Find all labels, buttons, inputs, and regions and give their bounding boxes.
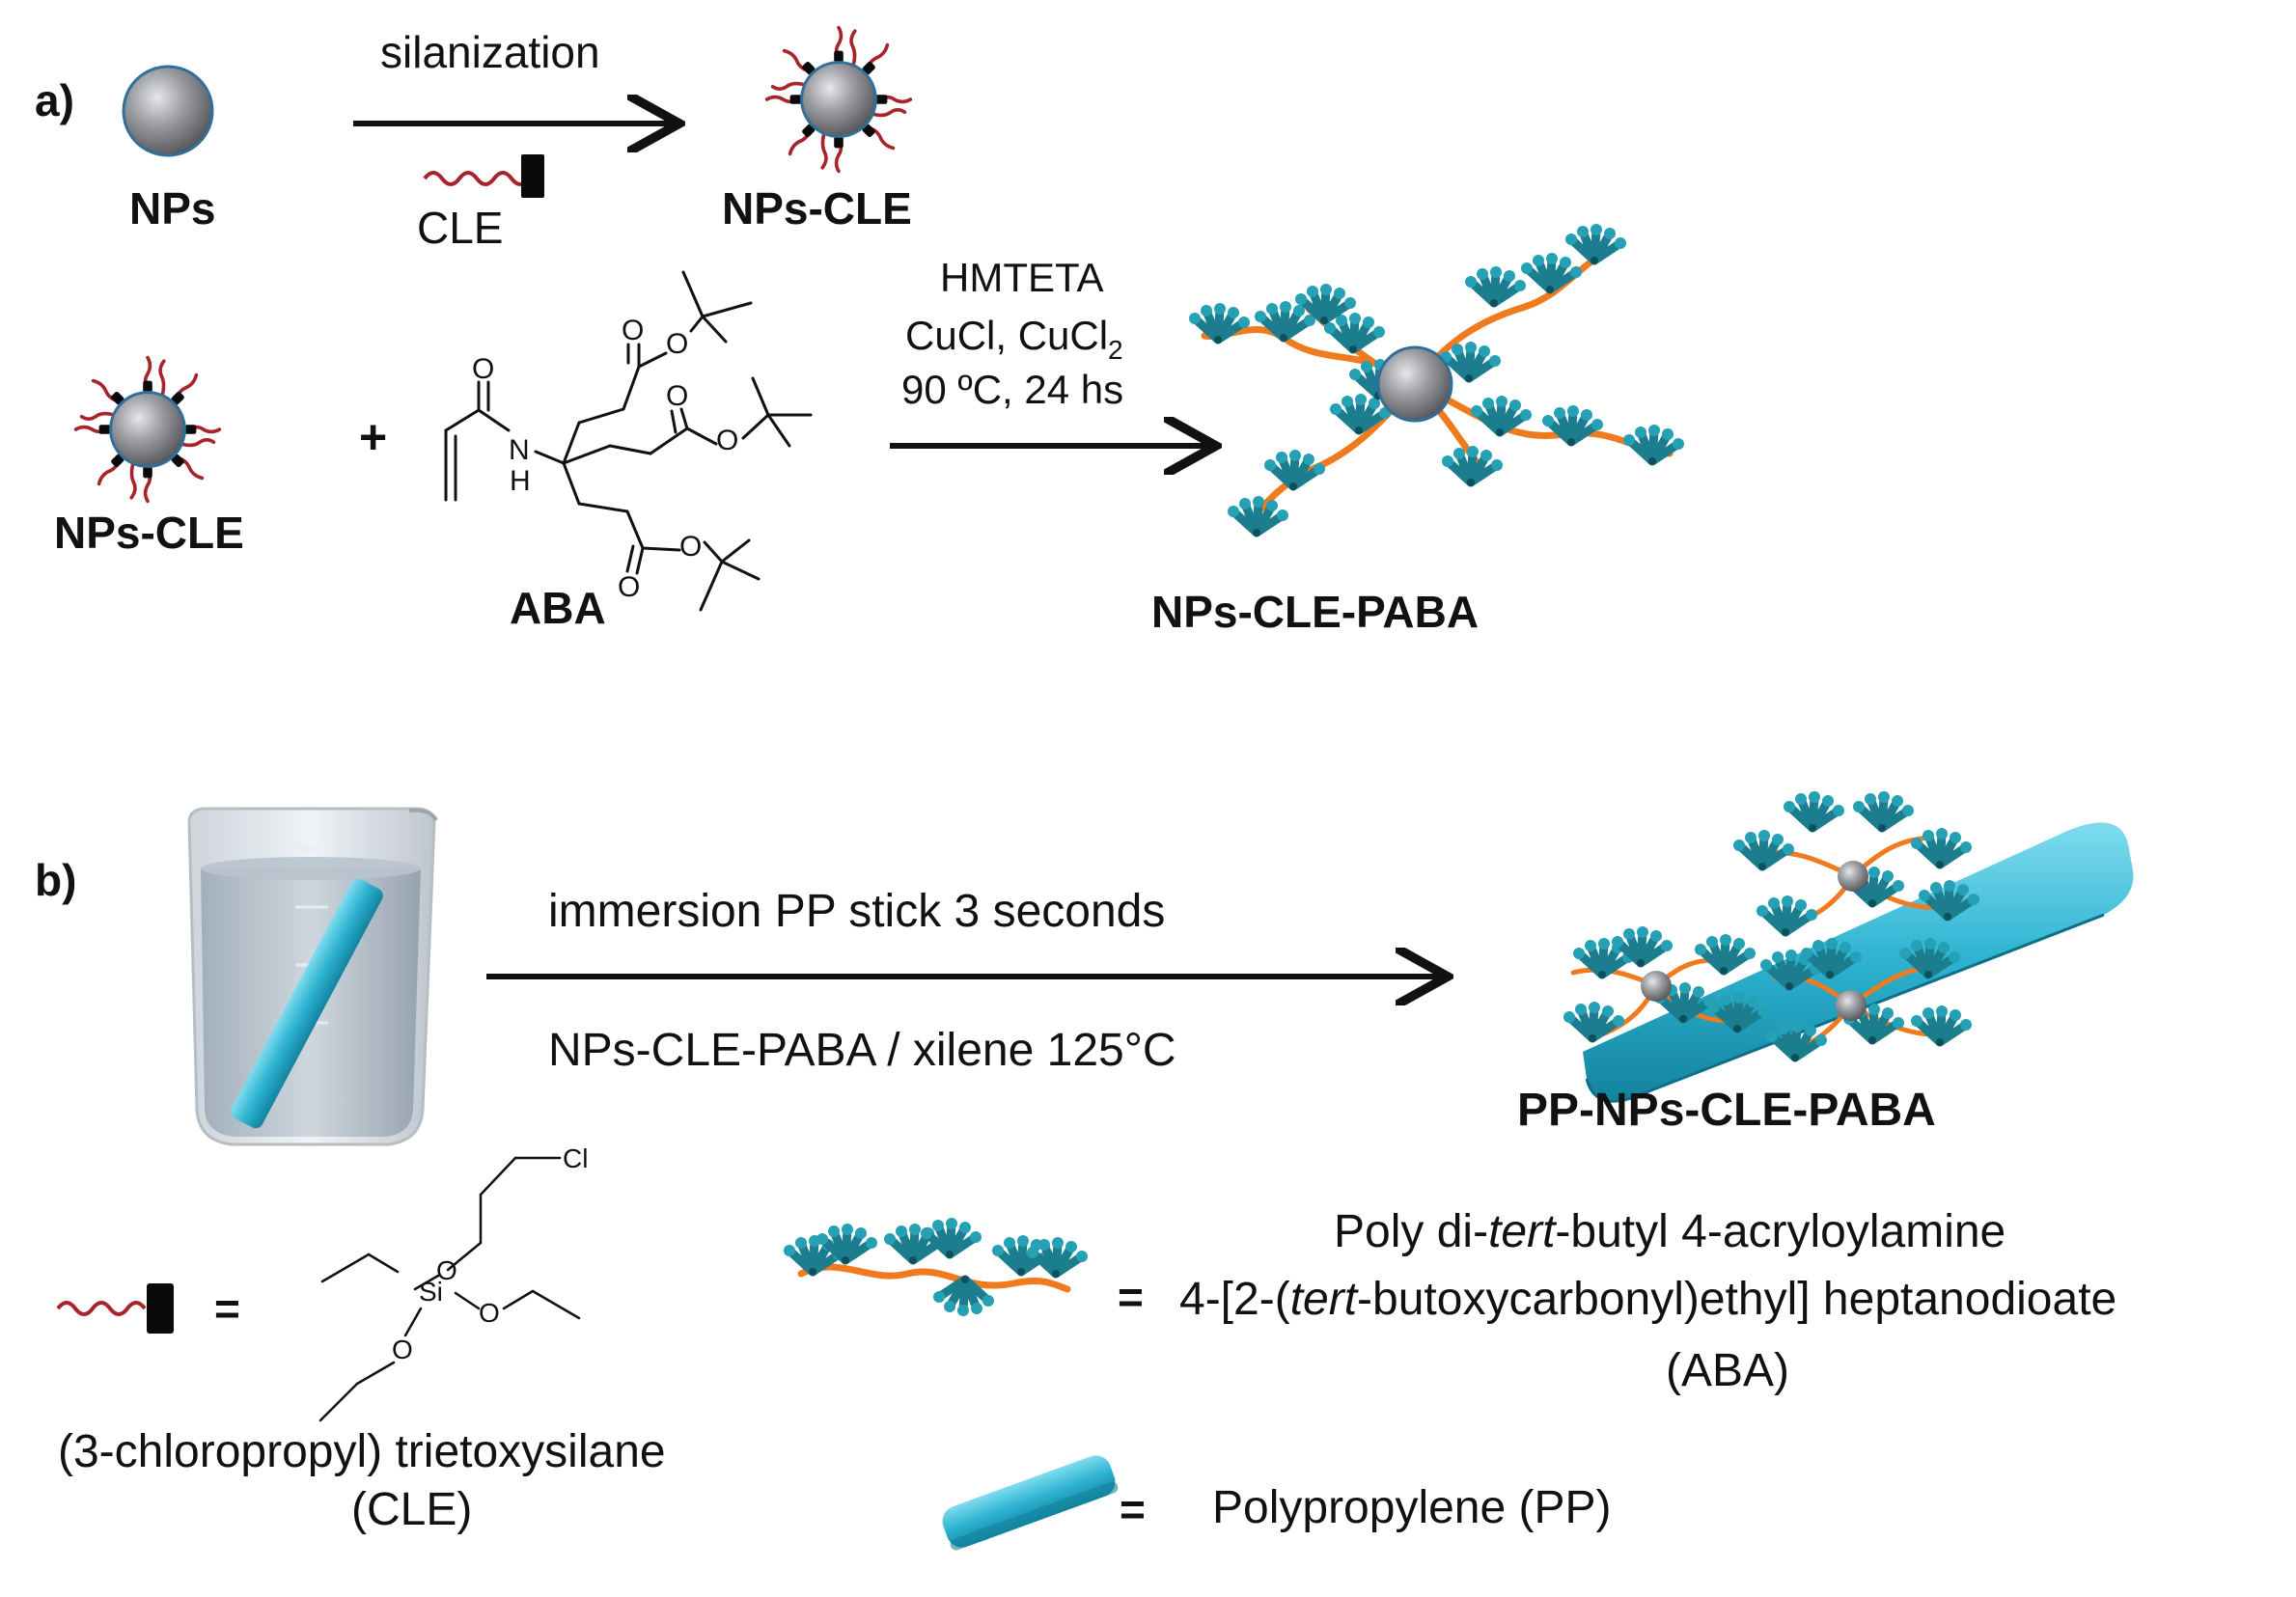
svg-text:O: O <box>479 1298 500 1328</box>
silanization-label: silanization <box>380 27 600 77</box>
immersion-solution-label: NPs-CLE-PABA / xilene 125°C <box>548 1025 1176 1076</box>
cle-legend-name: (3-chloropropyl) trietoxysilane <box>58 1426 666 1477</box>
svg-text:Si: Si <box>419 1277 443 1307</box>
paba-legend-equals: = <box>1118 1272 1144 1322</box>
immersion-step-label: immersion PP stick 3 seconds <box>548 886 1165 937</box>
svg-text:O: O <box>436 1255 457 1285</box>
cle-reagent-label: CLE <box>417 203 503 253</box>
np-cle-product-label: NPs-CLE <box>722 183 912 234</box>
pp-np-cle-paba-label: PP-NPs-CLE-PABA <box>1517 1085 1936 1136</box>
paba-legend-line1: Poly di-tert-butyl 4-acryloylamine <box>1334 1206 2006 1257</box>
condition-ligand: HMTETA <box>940 255 1104 300</box>
pp-legend-icon <box>942 1455 1119 1551</box>
svg-text:N: N <box>509 434 530 466</box>
pp-legend-label: Polypropylene (PP) <box>1212 1482 1612 1533</box>
aba-atom-labels: O N H O O O O O O <box>472 315 738 603</box>
paba-legend-line3: (ABA) <box>1666 1345 1789 1396</box>
svg-text:O: O <box>618 571 640 603</box>
cle-structure <box>318 1156 581 1422</box>
svg-text:H: H <box>510 465 531 497</box>
np-label: NPs <box>129 183 215 234</box>
cle-legend-abbr: (CLE) <box>351 1484 472 1535</box>
cle-atom-labels: Cl Si O O O <box>392 1143 588 1364</box>
aba-structure <box>444 270 813 612</box>
svg-text:O: O <box>666 380 688 412</box>
np-cle-reactant-icon <box>73 355 222 504</box>
svg-text:O: O <box>472 353 494 385</box>
cle-linker-icon <box>423 154 544 198</box>
np-cle-paba-label: NPs-CLE-PABA <box>1151 587 1479 637</box>
condition-catalyst: CuCl, CuCl2 <box>905 313 1123 365</box>
condition-temp-time: 90 ºC, 24 hs <box>901 367 1123 412</box>
np-cle-paba-icon <box>1189 224 1684 537</box>
beaker-icon <box>187 807 438 1146</box>
cle-legend-equals: = <box>214 1283 240 1334</box>
pp-stick-in-beaker-icon <box>231 878 383 1129</box>
np-cle-reactant-label: NPs-CLE <box>54 508 244 558</box>
svg-text:O: O <box>666 328 688 360</box>
svg-text:O: O <box>392 1335 413 1364</box>
plus-sign: + <box>359 410 387 464</box>
svg-text:O: O <box>622 315 644 346</box>
paba-legend-line2: 4-[2-(tert-butoxycarbonyl)ethyl] heptano… <box>1179 1274 2116 1325</box>
svg-text:Cl: Cl <box>563 1143 588 1173</box>
pp-np-cle-paba-icon <box>1563 791 2134 1103</box>
nanoparticle-icon <box>122 65 214 157</box>
pp-legend-equals: = <box>1120 1484 1146 1534</box>
panel-a-label: a) <box>35 75 74 125</box>
paba-legend-icon <box>784 1218 1088 1316</box>
aba-label: ABA <box>510 583 606 633</box>
panel-b-label: b) <box>35 855 76 905</box>
np-cle-icon <box>764 25 913 174</box>
svg-text:O: O <box>716 425 738 456</box>
svg-text:O: O <box>679 531 702 563</box>
cle-legend-icon <box>56 1283 174 1334</box>
